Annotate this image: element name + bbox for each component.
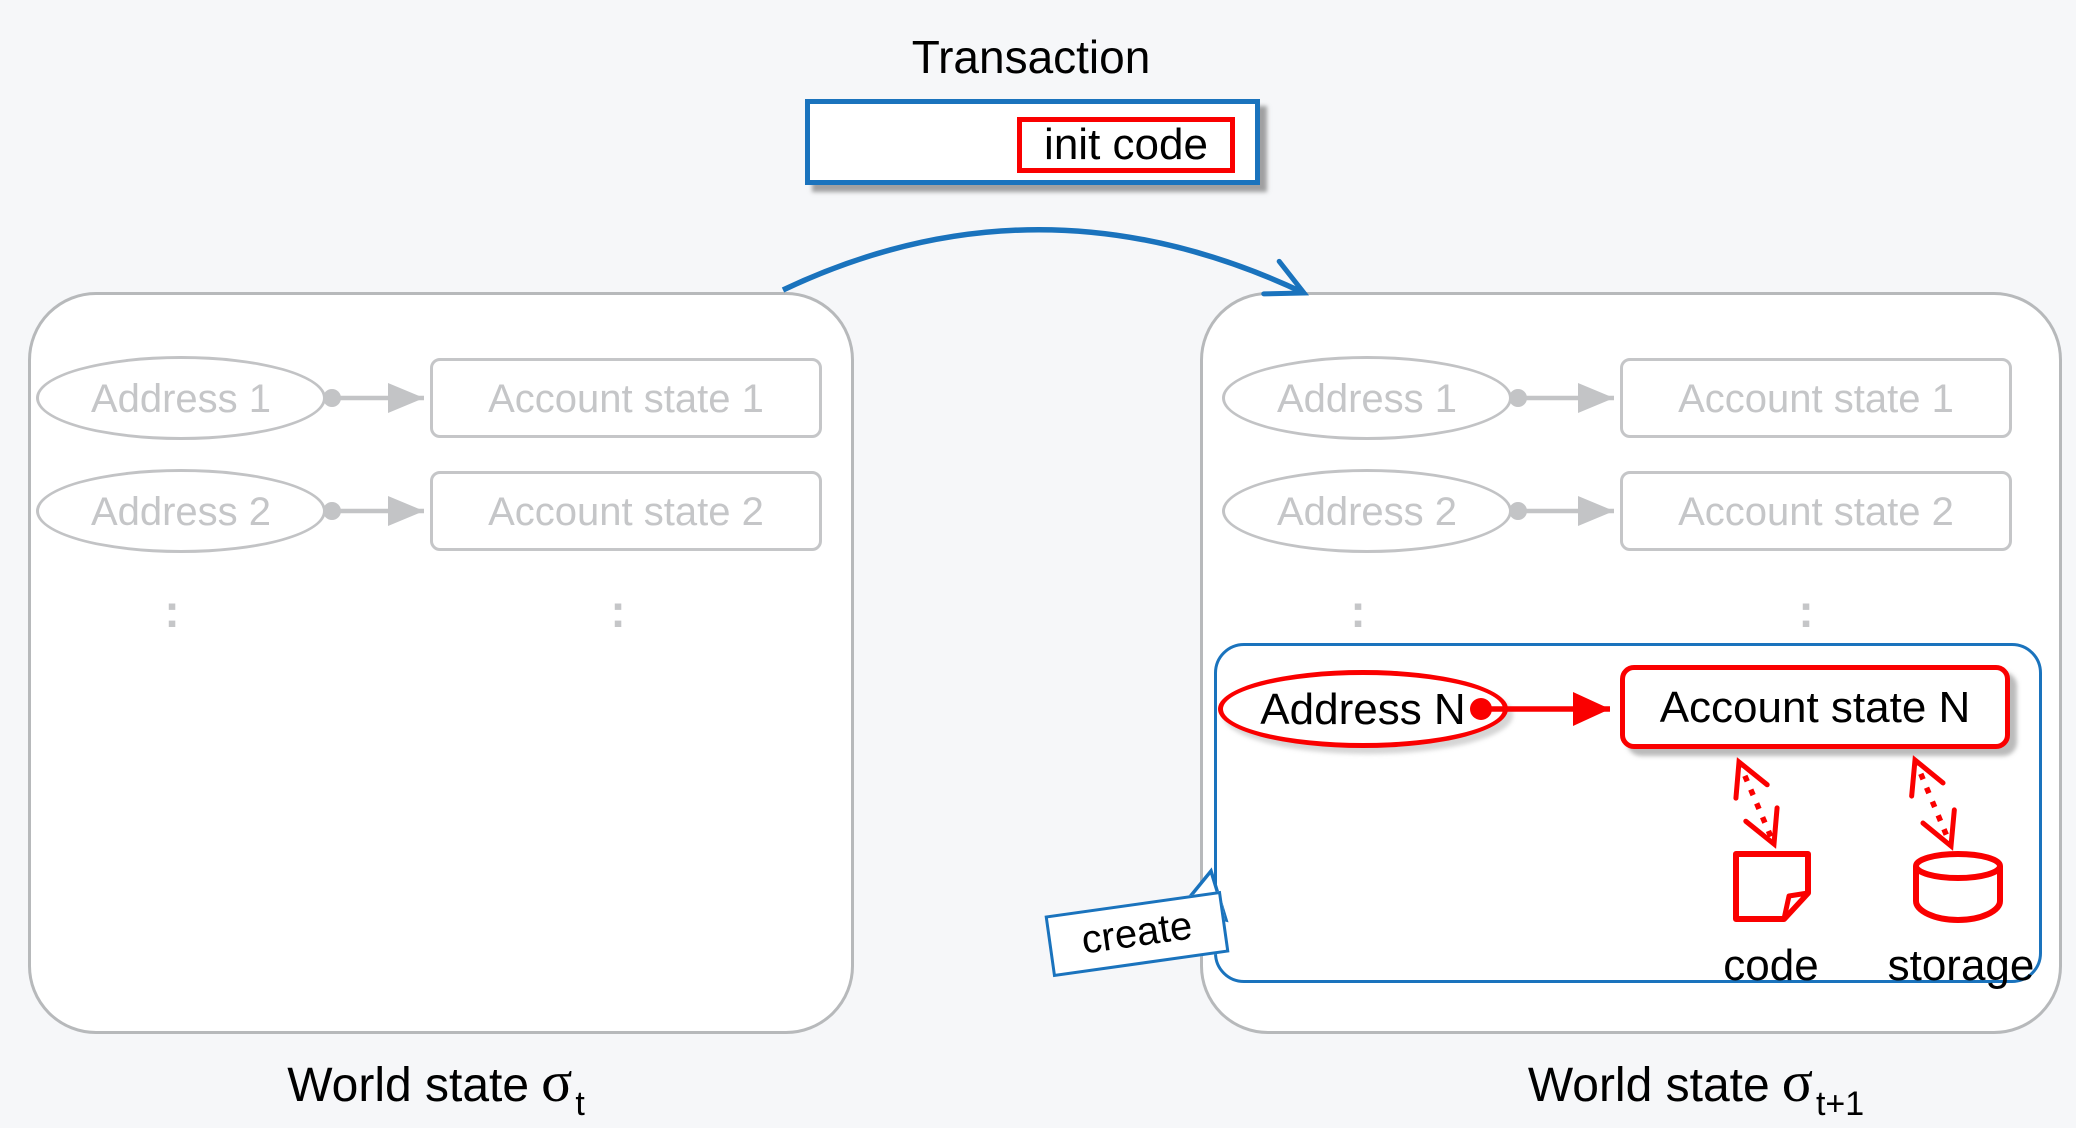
create-badge-label: create	[1078, 903, 1195, 963]
left-account-state-2-box: Account state 2	[430, 471, 822, 551]
sigma-subscript-t: t	[575, 1085, 585, 1123]
left-ellipsis-addresses: :	[164, 585, 180, 637]
address-n-label: Address N	[1260, 685, 1466, 734]
left-account-state-1-label: Account state 1	[488, 377, 764, 421]
sigma-subscript-t-plus-1: t+1	[1815, 1085, 1865, 1123]
sigma-symbol: σ	[1781, 1049, 1813, 1114]
address-n-ellipse: Address N	[1218, 670, 1508, 748]
storage-label: storage	[1887, 941, 2035, 990]
right-address-2-label: Address 2	[1276, 490, 1458, 534]
code-label: code	[1723, 941, 1819, 990]
left-address-1-label: Address 1	[90, 377, 272, 421]
account-state-n-label: Account state N	[1659, 683, 1971, 732]
left-account-state-1-box: Account state 1	[430, 358, 822, 438]
right-caption-text: World state	[1527, 1059, 1770, 1112]
left-address-2-label: Address 2	[90, 490, 272, 534]
left-ellipsis-accounts: :	[610, 585, 626, 637]
left-caption-text: World state	[287, 1059, 530, 1112]
right-ellipsis-accounts: :	[1798, 585, 1814, 637]
transaction-curved-arrow	[781, 227, 1310, 297]
left-address-1-ellipse: Address 1	[36, 356, 326, 440]
right-address-2-ellipse: Address 2	[1222, 469, 1512, 553]
right-account-state-1-box: Account state 1	[1620, 358, 2012, 438]
init-code-label: init code	[1044, 120, 1208, 169]
account-state-n-box: Account state N	[1620, 665, 2010, 749]
init-code-box: init code	[1017, 117, 1235, 173]
right-address-1-label: Address 1	[1276, 377, 1458, 421]
left-account-state-2-label: Account state 2	[488, 490, 764, 534]
right-address-1-ellipse: Address 1	[1222, 356, 1512, 440]
sigma-symbol: σ	[541, 1049, 573, 1114]
right-account-state-2-box: Account state 2	[1620, 471, 2012, 551]
right-ellipsis-addresses: :	[1350, 585, 1366, 637]
left-address-2-ellipse: Address 2	[36, 469, 326, 553]
transaction-title: Transaction	[911, 31, 1151, 83]
right-account-state-1-label: Account state 1	[1678, 377, 1954, 421]
right-account-state-2-label: Account state 2	[1678, 490, 1954, 534]
